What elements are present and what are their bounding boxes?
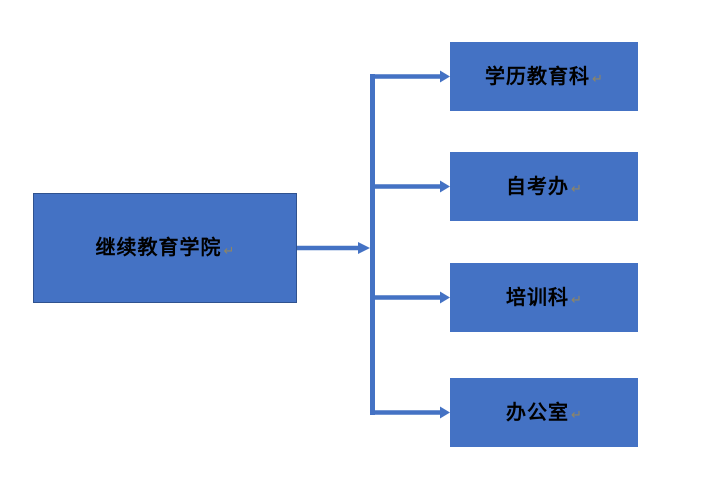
paragraph-mark-icon: ↵	[223, 242, 235, 258]
org-node-child-1[interactable]: 学历教育科 ↵	[450, 42, 638, 111]
connector-branch-1-arrowhead[interactable]	[440, 70, 450, 83]
org-node-child-3-label: 培训科	[506, 286, 570, 309]
connector-branch-2-line[interactable]	[372, 184, 440, 189]
connector-branch-1-line[interactable]	[372, 74, 440, 79]
org-node-child-4-label: 办公室	[506, 401, 570, 424]
org-node-child-4[interactable]: 办公室 ↵	[450, 378, 638, 447]
org-node-child-2-label: 自考办	[506, 175, 570, 198]
paragraph-mark-icon: ↵	[592, 71, 603, 86]
org-node-root-label: 继续教育学院	[95, 237, 222, 259]
paragraph-mark-icon: ↵	[571, 292, 582, 307]
connector-root-arrowhead[interactable]	[358, 242, 370, 254]
connector-trunk-line[interactable]	[370, 74, 375, 415]
connector-branch-3-arrowhead[interactable]	[440, 291, 450, 304]
connector-branch-2-arrowhead[interactable]	[440, 180, 450, 193]
paragraph-mark-icon: ↵	[571, 181, 582, 196]
connector-branch-4-arrowhead[interactable]	[440, 406, 450, 419]
org-node-child-1-label: 学历教育科	[485, 65, 591, 88]
org-node-root[interactable]: 继续教育学院 ↵	[33, 193, 297, 303]
connector-root-line[interactable]	[297, 245, 358, 251]
paragraph-mark-icon: ↵	[571, 407, 582, 422]
connector-branch-3-line[interactable]	[372, 295, 440, 300]
org-node-child-3[interactable]: 培训科 ↵	[450, 263, 638, 332]
org-node-child-2[interactable]: 自考办 ↵	[450, 152, 638, 221]
connector-branch-4-line[interactable]	[372, 410, 440, 415]
